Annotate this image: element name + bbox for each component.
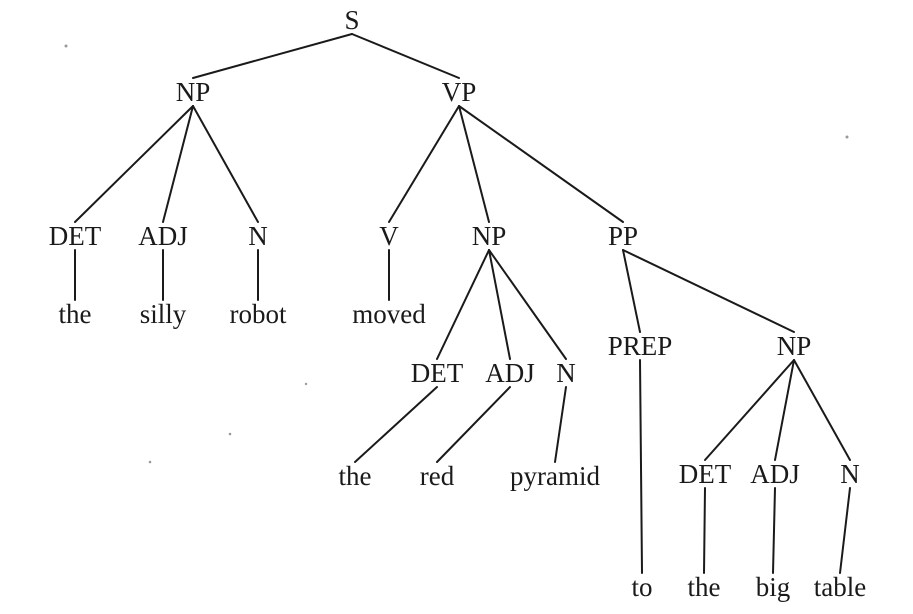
node-label-adj: ADJ [750,459,800,489]
edge-s-to-np [192,33,353,79]
edge-det-to-the [354,386,438,463]
scan-speck [304,382,308,386]
node-label-prep: PREP [608,331,673,361]
tree-edges [74,33,851,574]
edge-np-to-adj [774,359,795,461]
edge-adj-to-big [772,487,776,574]
node-label-n: N [248,221,268,251]
node-label-adj: ADJ [138,221,188,251]
node-label-det: DET [679,459,732,489]
edge-vp-to-pp [458,105,624,223]
leaf-word-moved: moved [352,299,426,329]
scan-speck [228,432,232,436]
node-label-s: S [344,5,359,35]
tree-labels: SNPDETtheADJsillyNrobotVPVmovedNPDETtheA… [49,5,866,602]
scan-speck [845,135,849,139]
scan-specks [64,44,849,464]
leaf-word-the: the [339,461,372,491]
leaf-word-big: big [756,572,791,602]
scan-speck [148,460,152,464]
edge-np-to-n [793,359,851,461]
edge-np-to-n [488,249,567,360]
edge-vp-to-v [388,105,460,223]
node-label-np: NP [176,77,211,107]
edge-n-to-table [839,487,851,574]
leaf-word-red: red [420,461,455,491]
edge-np-to-det [74,105,194,223]
leaf-word-table: table [814,572,866,602]
edge-adj-to-red [436,386,511,463]
node-label-n: N [840,459,860,489]
node-label-pp: PP [608,221,638,251]
node-label-adj: ADJ [485,358,535,388]
edge-np-to-adj [488,249,511,360]
edge-vp-to-np [458,105,490,223]
leaf-word-to: to [631,572,652,602]
edge-pp-to-np [622,249,795,333]
edge-pp-to-prep [622,249,641,333]
node-label-det: DET [411,358,464,388]
leaf-word-pyramid: pyramid [510,461,600,491]
edge-s-to-vp [351,33,460,79]
leaf-word-robot: robot [230,299,287,329]
edge-np-to-n [192,105,259,223]
edge-np-to-det [436,249,490,360]
edge-prep-to-to [639,359,643,574]
node-label-np: NP [472,221,507,251]
node-label-np: NP [777,331,812,361]
edge-np-to-det [704,359,795,461]
edge-n-to-pyramid [554,386,567,463]
leaf-word-the: the [59,299,92,329]
edge-det-to-the [703,487,706,574]
node-label-vp: VP [442,77,477,107]
leaf-word-silly: silly [140,299,187,329]
node-label-v: V [379,221,399,251]
scan-speck [64,44,68,48]
edge-np-to-adj [162,105,194,223]
node-label-det: DET [49,221,102,251]
node-label-n: N [556,358,576,388]
leaf-word-the: the [688,572,721,602]
